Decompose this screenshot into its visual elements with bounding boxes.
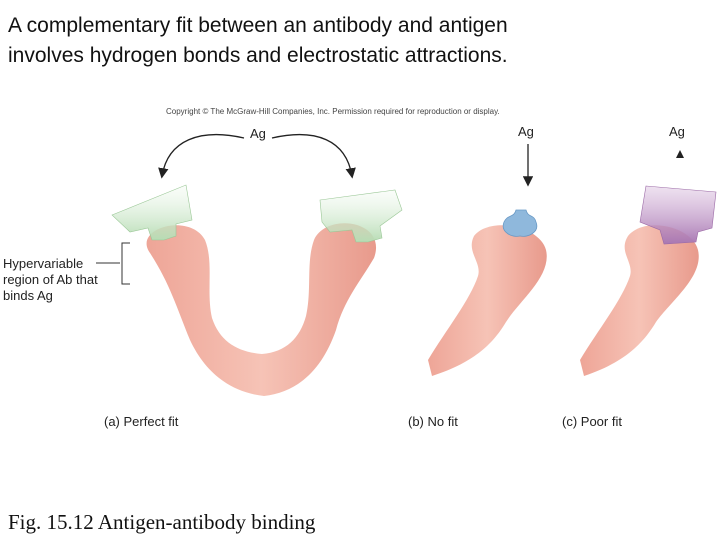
- arrow-right-icon: [271, 134, 356, 179]
- hypervariable-label-line-1: Hypervariable: [3, 256, 84, 271]
- figure-caption: Fig. 15.12 Antigen-antibody binding: [8, 510, 316, 534]
- title-line-1: A complementary fit between an antibody …: [8, 14, 508, 37]
- panel-label-a: (a) Perfect fit: [104, 414, 179, 429]
- antigen-label-b: Ag: [518, 124, 534, 139]
- antibody-arm-b: [428, 225, 547, 376]
- arrow-up-icon: [676, 150, 684, 158]
- arrow-left-icon: [158, 134, 245, 179]
- title-line-2: involves hydrogen bonds and electrostati…: [8, 44, 508, 67]
- copyright-notice: Copyright © The McGraw-Hill Companies, I…: [166, 107, 500, 116]
- panel-label-c: (c) Poor fit: [562, 414, 622, 429]
- antigen-label-c: Ag: [669, 124, 685, 139]
- antigen-right-green: [319, 189, 403, 243]
- antibody-y-shape: [146, 223, 377, 396]
- antigen-label-a: Ag: [250, 126, 266, 141]
- panel-b-antibody: [428, 144, 547, 376]
- panel-label-b: (b) No fit: [408, 414, 458, 429]
- panel-a-antibody: [111, 134, 403, 396]
- antigen-blue: [502, 209, 538, 237]
- antibody-arm-c: [580, 225, 699, 376]
- antigen-purple: [639, 185, 717, 245]
- hypervariable-label-line-3: binds Ag: [3, 288, 53, 303]
- hypervariable-bracket: [96, 242, 130, 285]
- panel-c-antibody: [580, 150, 717, 376]
- hypervariable-label-line-2: region of Ab that: [3, 272, 98, 287]
- antigen-left-green: [111, 184, 193, 241]
